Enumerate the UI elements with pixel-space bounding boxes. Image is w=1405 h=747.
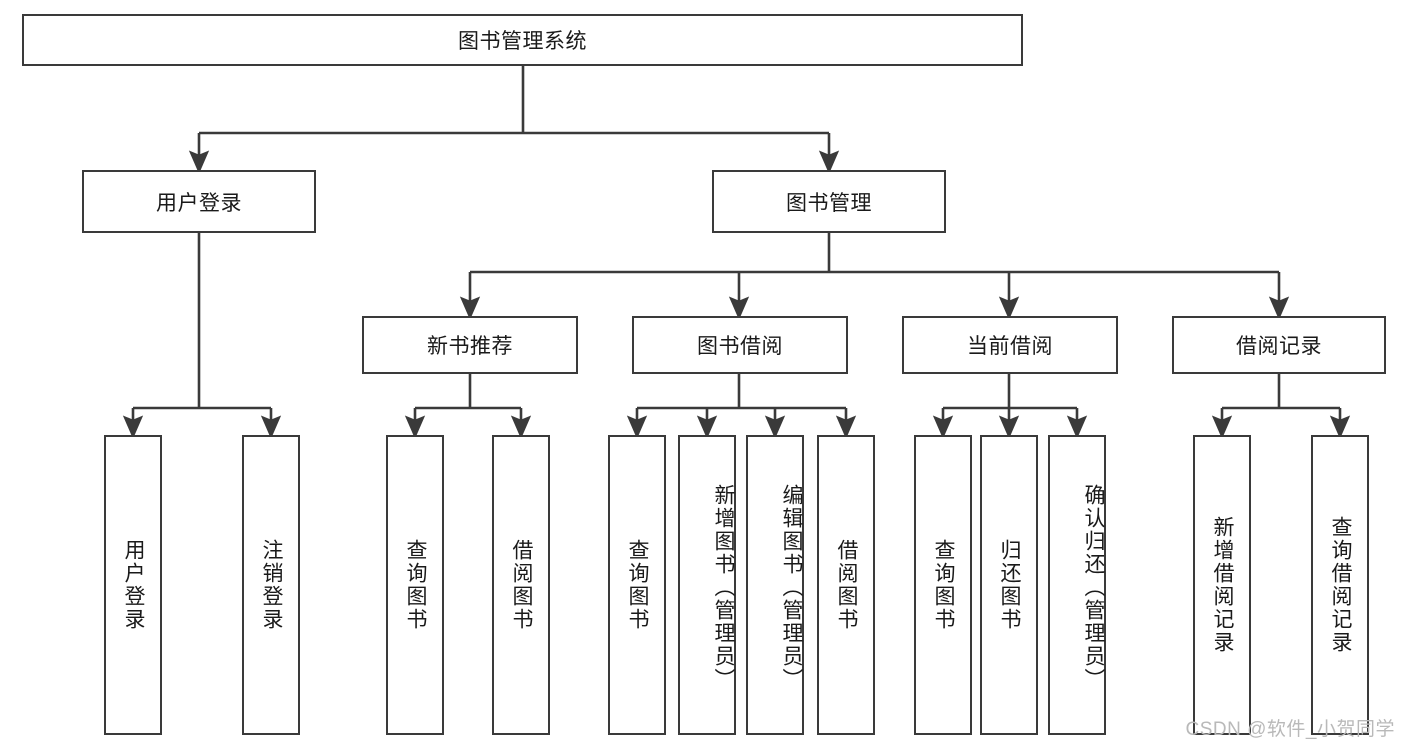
leaf-return-book[interactable]: 归还图书 (980, 435, 1038, 735)
leaf-query-book-recommend[interactable]: 查询图书 (386, 435, 444, 735)
leaf-query-book-current[interactable]: 查询图书 (914, 435, 972, 735)
node-book-borrow[interactable]: 图书借阅 (632, 316, 848, 374)
watermark-text: CSDN @软件_小贺同学 (1185, 719, 1395, 740)
leaf-user-login[interactable]: 用户登录 (104, 435, 162, 735)
node-root-book-management-system[interactable]: 图书管理系统 (22, 14, 1023, 66)
leaf-borrow-book-recommend[interactable]: 借阅图书 (492, 435, 550, 735)
node-borrow-record[interactable]: 借阅记录 (1172, 316, 1386, 374)
leaf-edit-book-admin[interactable]: 编辑图书（管理员） (746, 435, 804, 735)
leaf-borrow-book[interactable]: 借阅图书 (817, 435, 875, 735)
leaf-confirm-return-admin[interactable]: 确认归还（管理员） (1048, 435, 1106, 735)
node-new-book-recommend[interactable]: 新书推荐 (362, 316, 578, 374)
leaf-add-book-admin[interactable]: 新增图书（管理员） (678, 435, 736, 735)
node-user-login[interactable]: 用户登录 (82, 170, 316, 233)
node-current-borrow[interactable]: 当前借阅 (902, 316, 1118, 374)
leaf-query-book-borrow[interactable]: 查询图书 (608, 435, 666, 735)
leaf-query-borrow-record[interactable]: 查询借阅记录 (1311, 435, 1369, 735)
node-book-management[interactable]: 图书管理 (712, 170, 946, 233)
leaf-logout-login[interactable]: 注销登录 (242, 435, 300, 735)
leaf-add-borrow-record[interactable]: 新增借阅记录 (1193, 435, 1251, 735)
